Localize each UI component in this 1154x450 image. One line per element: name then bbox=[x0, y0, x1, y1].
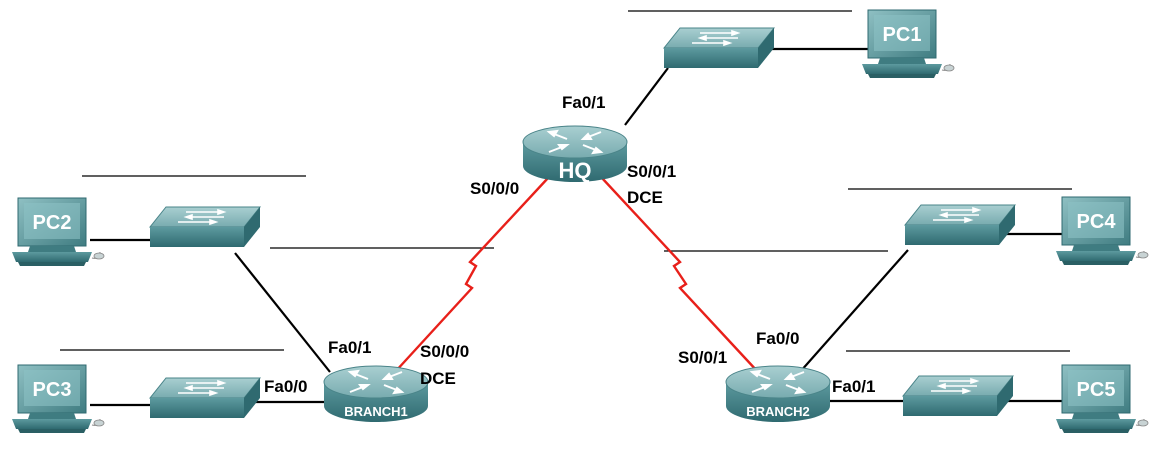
pc5[interactable]: PC5 bbox=[1055, 364, 1149, 434]
pc1-label: PC1 bbox=[883, 24, 922, 46]
switch-pc1-lan[interactable] bbox=[663, 27, 775, 69]
branch1-fa01-label: Fa0/1 bbox=[328, 338, 371, 357]
pc4-label: PC4 bbox=[1077, 211, 1117, 233]
router-branch1-label: BRANCH1 bbox=[344, 404, 408, 419]
switch-pc4-lan[interactable] bbox=[904, 204, 1016, 246]
serial-link-hq-branch1 bbox=[394, 177, 549, 373]
pc2[interactable]: PC2 bbox=[11, 197, 105, 267]
branch1-fa00-label: Fa0/0 bbox=[264, 377, 307, 396]
hq-fa01-label: Fa0/1 bbox=[562, 93, 605, 112]
link-switch2-branch1 bbox=[234, 252, 331, 373]
branch1-s000-dce-label: DCE bbox=[420, 369, 456, 388]
pc2-label: PC2 bbox=[33, 212, 72, 234]
link-hq-switch1 bbox=[624, 67, 669, 126]
switch-pc3-lan[interactable] bbox=[149, 377, 261, 419]
branch2-fa00-label: Fa0/0 bbox=[756, 329, 799, 348]
link-branch2-switch4 bbox=[799, 249, 909, 373]
pc3[interactable]: PC3 bbox=[11, 364, 105, 434]
pc5-label: PC5 bbox=[1077, 379, 1116, 401]
serial-link-hq-branch2 bbox=[601, 177, 759, 373]
branch2-s001-label: S0/0/1 bbox=[678, 348, 727, 367]
switch-pc2-lan[interactable] bbox=[149, 206, 261, 248]
pc4[interactable]: PC4 bbox=[1055, 196, 1149, 266]
hq-s001-dce-label: DCE bbox=[627, 188, 663, 207]
ethernet-links bbox=[90, 47, 1062, 407]
router-hq[interactable]: HQ bbox=[522, 125, 628, 183]
pc1[interactable]: PC1 bbox=[861, 9, 955, 79]
branch1-s000-label: S0/0/0 bbox=[420, 342, 469, 361]
router-branch1[interactable]: BRANCH1 bbox=[323, 365, 429, 423]
blank-address-lines bbox=[60, 10, 1072, 352]
switch-pc5-lan[interactable] bbox=[902, 375, 1014, 417]
router-hq-label: HQ bbox=[559, 158, 592, 183]
hq-s001-label: S0/0/1 bbox=[627, 162, 676, 181]
pc3-label: PC3 bbox=[33, 379, 72, 401]
router-branch2[interactable]: BRANCH2 bbox=[725, 365, 831, 423]
router-branch2-label: BRANCH2 bbox=[746, 404, 810, 419]
branch2-fa01-label: Fa0/1 bbox=[832, 377, 875, 396]
hq-s000-label: S0/0/0 bbox=[470, 179, 519, 198]
